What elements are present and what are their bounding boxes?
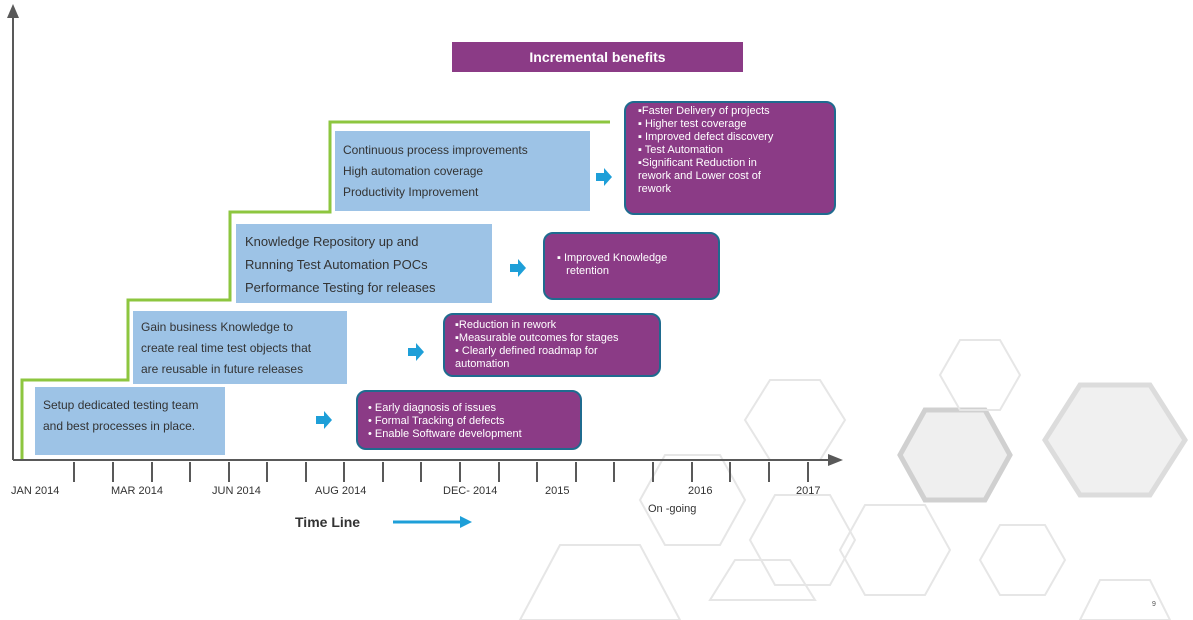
benefit-item: • Clearly defined roadmap for bbox=[455, 345, 598, 357]
tick-label-mar-2014: MAR 2014 bbox=[111, 485, 163, 497]
right-arrow-icon bbox=[596, 168, 612, 186]
step-text-line: Gain business Knowledge to bbox=[141, 320, 294, 334]
benefit-item: ▪ Test Automation bbox=[638, 144, 724, 156]
x-axis-arrowhead bbox=[828, 454, 843, 466]
timeline-label: Time Line bbox=[295, 514, 361, 530]
tick-label-aug-2014: AUG 2014 bbox=[315, 485, 367, 497]
benefit-box-2: ▪Reduction in rework ▪Measurable outcome… bbox=[443, 313, 661, 377]
step-text-line: Performance Testing for releases bbox=[245, 280, 436, 295]
benefit-item: ▪Reduction in rework bbox=[455, 319, 557, 331]
tick-label-jan-2014: JAN 2014 bbox=[11, 485, 60, 497]
benefit-item: • Early diagnosis of issues bbox=[368, 402, 496, 414]
step-text-line: Running Test Automation POCs bbox=[245, 257, 428, 272]
step-text-line: Continuous process improvements bbox=[343, 143, 528, 157]
timeline-arrow-icon bbox=[393, 516, 472, 528]
benefit-item: rework and Lower cost of bbox=[638, 170, 761, 182]
step-text-line: create real time test objects that bbox=[141, 341, 312, 355]
step-box-2: Gain business Knowledge to create real t… bbox=[133, 311, 347, 384]
right-arrow-icon bbox=[316, 411, 332, 429]
benefit-item: ▪ Improved defect discovery bbox=[638, 131, 774, 143]
page-number: 9 bbox=[1152, 601, 1156, 608]
tick-label-jun-2014: JUN 2014 bbox=[212, 485, 261, 497]
step-text-line: Knowledge Repository up and bbox=[245, 234, 419, 249]
step-line bbox=[20, 120, 610, 460]
axis-ticks bbox=[73, 462, 809, 482]
step-text-line: High automation coverage bbox=[343, 164, 484, 178]
tick-label-2017: 2017 bbox=[796, 485, 821, 497]
tick-label-2015: 2015 bbox=[545, 485, 570, 497]
benefit-box-4: ▪Faster Delivery of projects ▪ Higher te… bbox=[624, 101, 836, 215]
step-box-3: Knowledge Repository up and Running Test… bbox=[236, 224, 492, 303]
step-text-line: Setup dedicated testing team bbox=[43, 398, 199, 412]
ongoing-label: On -going bbox=[648, 503, 697, 515]
y-axis-arrowhead bbox=[7, 4, 19, 18]
benefit-item: ▪Faster Delivery of projects bbox=[638, 105, 770, 117]
benefit-item: automation bbox=[455, 358, 510, 370]
step-text-line: are reusable in future releases bbox=[141, 362, 304, 376]
benefit-item: ▪Significant Reduction in bbox=[638, 157, 757, 169]
right-arrow-icon bbox=[408, 343, 424, 361]
benefit-item: ▪ Improved Knowledge bbox=[557, 252, 668, 264]
right-arrow-icon bbox=[510, 259, 526, 277]
benefit-item: • Formal Tracking of defects bbox=[368, 415, 505, 427]
benefit-box-1: • Early diagnosis of issues • Formal Tra… bbox=[356, 390, 582, 450]
step-text-line: and best processes in place. bbox=[43, 419, 196, 433]
benefit-item: rework bbox=[638, 183, 672, 195]
benefit-item: retention bbox=[557, 265, 609, 277]
benefit-item: ▪ Higher test coverage bbox=[638, 118, 747, 130]
hexagon-decoration bbox=[518, 339, 1188, 620]
step-box-4: Continuous process improvements High aut… bbox=[335, 131, 590, 211]
tick-label-dec-2014: DEC- 2014 bbox=[443, 485, 498, 497]
benefit-item: ▪Measurable outcomes for stages bbox=[455, 332, 619, 344]
title-banner: Incremental benefits bbox=[452, 42, 743, 72]
benefit-box-3: ▪ Improved Knowledge retention bbox=[543, 232, 720, 300]
step-box-1: Setup dedicated testing team and best pr… bbox=[35, 387, 225, 455]
step-text-line: Productivity Improvement bbox=[343, 185, 479, 199]
tick-label-2016: 2016 bbox=[688, 485, 713, 497]
benefit-item: • Enable Software development bbox=[368, 428, 522, 440]
